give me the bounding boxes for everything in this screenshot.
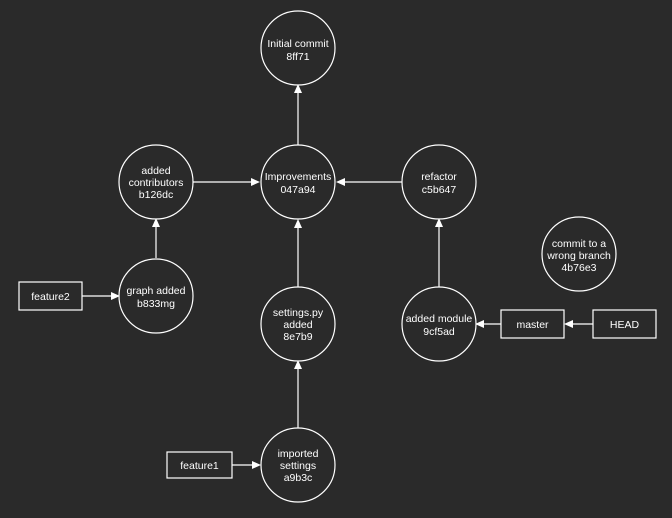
commit-graph-line-2: b833mg xyxy=(137,298,175,310)
commit-node-contributors[interactable]: added contributors b126dc xyxy=(118,144,194,220)
commit-wrong-branch-line-2: wrong branch xyxy=(546,250,611,262)
commit-module-line-1: added module xyxy=(406,313,473,325)
commit-module-line-2: 9cf5ad xyxy=(423,326,455,338)
edge-refactor-to-improvements xyxy=(336,178,402,186)
edge-imported-to-settings xyxy=(294,360,302,428)
edge-contributors-to-improvements xyxy=(193,178,260,186)
commit-refactor-line-1: refactor xyxy=(421,171,457,183)
commit-node-refactor[interactable]: refactor c5b647 xyxy=(401,144,477,220)
edge-feature2-to-graph xyxy=(82,292,120,300)
commit-settings-added-line-1: settings.py xyxy=(273,307,324,319)
commit-refactor-line-2: c5b647 xyxy=(422,184,457,196)
commit-node-graph-added[interactable]: graph added b833mg xyxy=(118,258,194,334)
edge-graph-to-contributors xyxy=(152,218,160,258)
commit-graph-line-1: graph added xyxy=(127,285,186,297)
commit-improvements-line-1: Improvements xyxy=(265,171,332,183)
commit-contributors-line-1: added xyxy=(141,165,170,177)
commit-imported-line-1: imported xyxy=(278,448,319,460)
commit-initial-line-1: Initial commit xyxy=(267,38,328,50)
commit-settings-added-line-2: added xyxy=(283,319,312,331)
commit-node-initial[interactable]: Initial commit 8ff71 xyxy=(260,10,336,86)
commit-contributors-line-2: contributors xyxy=(129,177,184,189)
ref-box-feature1[interactable]: feature1 xyxy=(166,451,233,479)
edge-master-to-module xyxy=(475,320,501,328)
ref-box-master[interactable]: master xyxy=(500,309,565,339)
commit-improvements-line-2: 047a94 xyxy=(280,184,315,196)
edge-settings-to-improvements xyxy=(294,219,302,287)
ref-box-head[interactable]: HEAD xyxy=(592,309,657,339)
edge-head-to-master xyxy=(564,320,593,328)
commit-contributors-line-3: b126dc xyxy=(139,189,173,201)
edge-improvements-to-initial xyxy=(294,84,302,152)
commit-wrong-branch-line-1: commit to a xyxy=(552,238,606,250)
commit-imported-line-2: settings xyxy=(280,460,316,472)
edge-module-to-refactor xyxy=(435,218,443,287)
ref-master-label: master xyxy=(516,319,549,331)
commit-initial-line-2: 8ff71 xyxy=(286,51,309,63)
commit-wrong-branch-line-3: 4b76e3 xyxy=(561,262,596,274)
commit-node-added-module[interactable]: added module 9cf5ad xyxy=(401,286,477,362)
commit-node-wrong-branch[interactable]: commit to a wrong branch 4b76e3 xyxy=(541,216,617,292)
commit-node-imported-settings[interactable]: imported settings a9b3c xyxy=(260,427,336,503)
edge-feature1-to-imported xyxy=(232,461,261,469)
commit-settings-added-line-3: 8e7b9 xyxy=(283,331,312,343)
commit-imported-line-3: a9b3c xyxy=(284,472,313,484)
ref-feature1-label: feature1 xyxy=(180,460,219,472)
ref-box-feature2[interactable]: feature2 xyxy=(18,281,83,311)
ref-feature2-label: feature2 xyxy=(31,291,70,303)
commit-node-improvements[interactable]: Improvements 047a94 xyxy=(260,144,336,220)
commit-node-settings-added[interactable]: settings.py added 8e7b9 xyxy=(260,286,336,362)
ref-head-label: HEAD xyxy=(610,319,640,331)
